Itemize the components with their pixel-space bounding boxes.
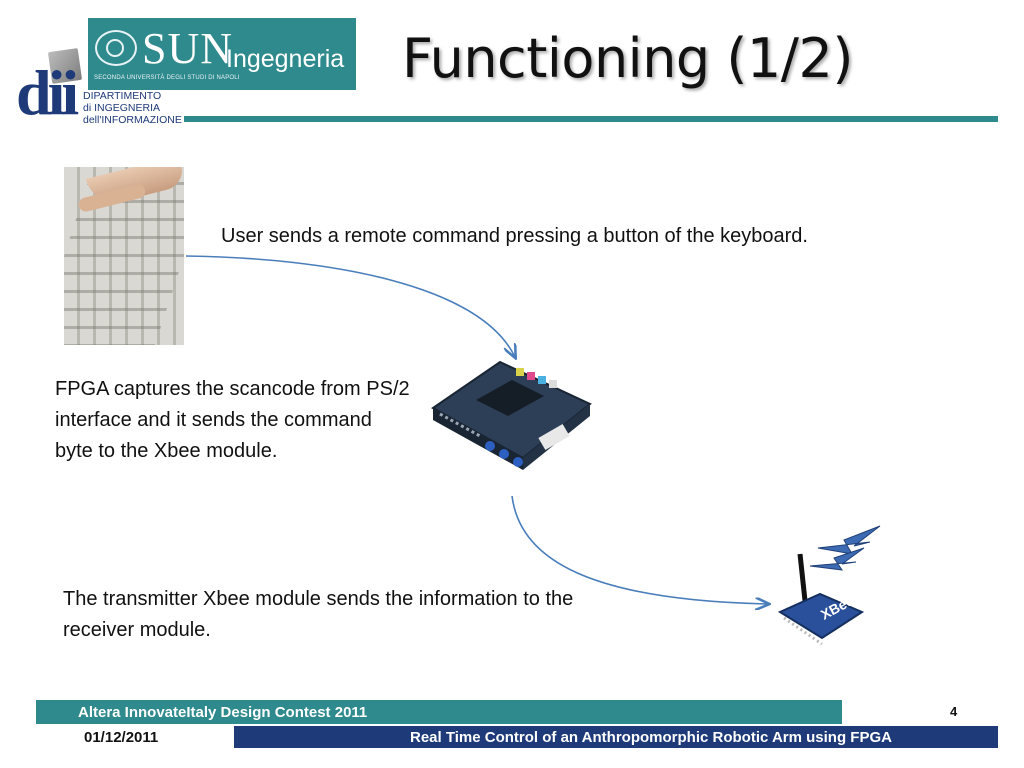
dii-line-1: DIPARTIMENTO bbox=[83, 90, 162, 102]
university-seal-icon bbox=[95, 30, 137, 66]
sun-logo-tagline: SECONDA UNIVERSITÀ DEGLI STUDI DI NAPOLI bbox=[94, 75, 240, 81]
title-rule bbox=[184, 116, 998, 122]
signal-bolt-lower bbox=[809, 547, 865, 571]
sun-logo-suffix: Ingegneria bbox=[226, 45, 345, 73]
dii-line-3: dell'INFORMAZIONE bbox=[83, 114, 182, 126]
page-number: 4 bbox=[950, 704, 958, 719]
slide-title: Functioning (1/2) bbox=[402, 27, 853, 90]
xbee-module-image: XBee bbox=[777, 525, 881, 646]
connector-blue bbox=[538, 376, 546, 384]
step-1-text: User sends a remote command pressing a b… bbox=[221, 225, 808, 247]
sun-logo: SUN Ingegneria SECONDA UNIVERSITÀ DEGLI … bbox=[88, 18, 356, 90]
dii-line-2: di INGEGNERIA bbox=[83, 102, 161, 114]
xbee-board bbox=[777, 592, 865, 640]
fpga-chip bbox=[476, 380, 544, 416]
connector-pink bbox=[527, 372, 535, 380]
footer-project-bar bbox=[234, 726, 998, 748]
button-1 bbox=[485, 441, 495, 451]
dii-logo-mark: dii bbox=[16, 57, 79, 128]
footer-event-bar bbox=[36, 700, 842, 724]
connector-white bbox=[549, 380, 557, 388]
arrow-keyboard-to-fpga bbox=[185, 255, 515, 357]
sd-card-slot bbox=[538, 423, 570, 451]
footer-date: 01/12/2011 bbox=[84, 729, 159, 746]
switch-row bbox=[439, 412, 481, 438]
footer-project: Real Time Control of an Anthropomorphic … bbox=[410, 729, 892, 746]
button-2 bbox=[499, 449, 509, 459]
step-2-text: FPGA captures the scancode from PS/2 int… bbox=[55, 378, 410, 462]
step-3-text: The transmitter Xbee module sends the in… bbox=[63, 588, 574, 641]
footer-date-box bbox=[36, 726, 234, 748]
button-3 bbox=[513, 457, 523, 467]
footer-event: Altera InnovateItaly Design Contest 2011 bbox=[78, 704, 368, 721]
arrow-fpga-to-xbee bbox=[511, 495, 768, 604]
keyboard-image bbox=[64, 167, 184, 345]
fpga-board-image bbox=[431, 360, 592, 470]
sun-logo-text: SUN bbox=[142, 24, 234, 73]
dii-logo-lines: DIPARTIMENTO di INGEGNERIA dell'INFORMAZ… bbox=[83, 90, 182, 126]
connector-yellow bbox=[516, 368, 524, 376]
dii-logo: dii DIPARTIMENTO di INGEGNERIA dell'INFO… bbox=[16, 48, 186, 132]
